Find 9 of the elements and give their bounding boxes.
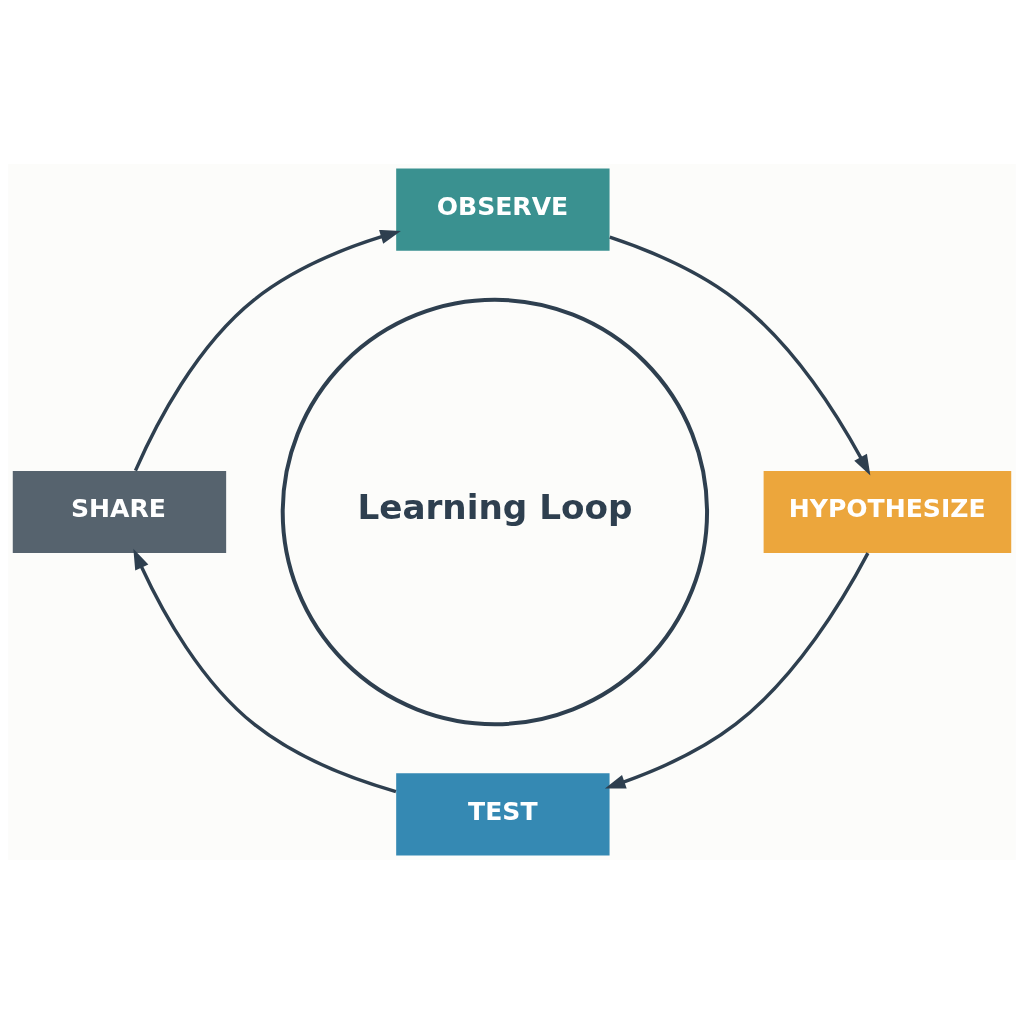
node-box: HYPOTHESIZE: [763, 470, 1012, 554]
arrow: [133, 229, 401, 472]
arrow: [604, 552, 870, 789]
node-box: OBSERVE: [396, 168, 610, 251]
arrow: [609, 235, 871, 476]
node-box: TEST: [396, 773, 610, 856]
node-box: SHARE: [12, 470, 227, 554]
arrow: [133, 548, 397, 794]
node-circle: Learning Loop: [280, 297, 710, 727]
